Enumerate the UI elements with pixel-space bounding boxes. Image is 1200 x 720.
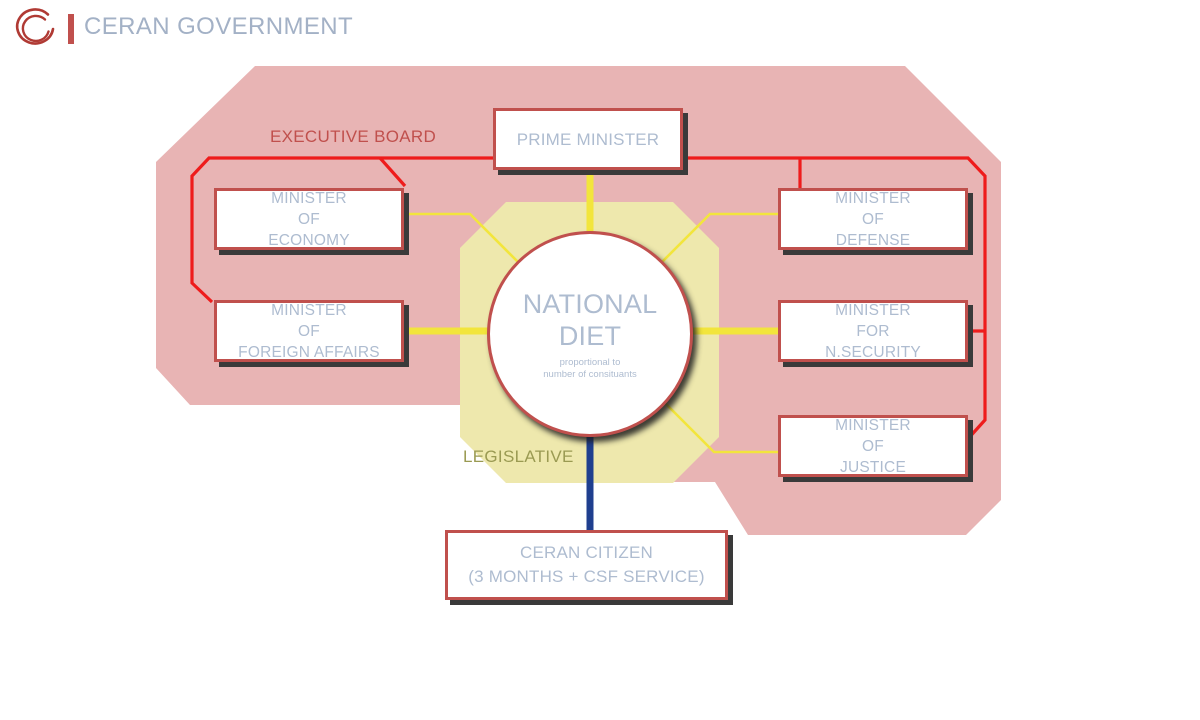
node-minister-of-justice[interactable]: MINISTER OF JUSTICE bbox=[778, 415, 968, 477]
node-label-line: MINISTER bbox=[271, 189, 347, 207]
node-minister-of-economy[interactable]: MINISTER OF ECONOMY bbox=[214, 188, 404, 250]
node-label-line: MINISTER bbox=[835, 301, 911, 319]
node-label-line: OF bbox=[862, 210, 884, 228]
node-label-line: MINISTER bbox=[835, 189, 911, 207]
node-label-line: DIET bbox=[558, 320, 622, 351]
node-label-line: OF bbox=[298, 322, 320, 340]
node-national-diet-subtitle: proportional to number of consituants bbox=[543, 357, 636, 381]
node-label-line: DEFENSE bbox=[835, 231, 911, 249]
node-prime-minister[interactable]: PRIME MINISTER bbox=[493, 108, 683, 170]
node-label-line: MINISTER bbox=[835, 416, 911, 434]
connector-diet-defense bbox=[661, 212, 778, 263]
connector-pm-left-bracket bbox=[190, 156, 493, 304]
node-ceran-citizen[interactable]: CERAN CITIZEN (3 MONTHS + CSF SERVICE) bbox=[445, 530, 728, 600]
node-label-line: OF bbox=[298, 210, 320, 228]
node-label-line: PRIME MINISTER bbox=[516, 129, 660, 149]
node-label-line: FOREIGN AFFAIRS bbox=[238, 343, 380, 361]
node-label-line: N.SECURITY bbox=[825, 343, 921, 361]
node-national-diet[interactable]: NATIONAL DIET proportional to number of … bbox=[487, 231, 693, 437]
title-accent-bar bbox=[68, 14, 74, 44]
node-national-diet-title: NATIONAL DIET bbox=[523, 288, 658, 352]
node-label-line: OF bbox=[862, 437, 884, 455]
node-sublabel-line: number of consituants bbox=[543, 368, 637, 380]
open-circle-logo-icon bbox=[15, 8, 55, 45]
connector-diet-economy bbox=[404, 212, 519, 263]
page-header: CERAN GOVERNMENT bbox=[0, 0, 1200, 58]
zone-label-executive-board: EXECUTIVE BOARD bbox=[270, 127, 437, 146]
connector-pm-economy bbox=[378, 156, 407, 188]
node-sublabel-line: proportional to bbox=[559, 356, 621, 368]
node-minister-of-foreign-affairs[interactable]: MINISTER OF FOREIGN AFFAIRS bbox=[214, 300, 404, 362]
node-minister-for-national-security[interactable]: MINISTER FOR N.SECURITY bbox=[778, 300, 968, 362]
node-label-line: FOR bbox=[856, 322, 890, 340]
node-label-line: MINISTER bbox=[271, 301, 347, 319]
connector-pm-right-bracket bbox=[683, 156, 987, 443]
node-label-line: ECONOMY bbox=[268, 231, 350, 249]
node-label-line: CERAN CITIZEN bbox=[520, 543, 653, 562]
node-label-line: NATIONAL bbox=[522, 288, 658, 319]
page-title: CERAN GOVERNMENT bbox=[84, 13, 354, 40]
node-label-line: JUSTICE bbox=[840, 458, 906, 476]
zone-label-legislative: LEGISLATIVE bbox=[463, 447, 574, 466]
node-label-line: (3 MONTHS + CSF SERVICE) bbox=[468, 567, 705, 586]
connector-diet-justice bbox=[661, 399, 778, 454]
node-minister-of-defense[interactable]: MINISTER OF DEFENSE bbox=[778, 188, 968, 250]
